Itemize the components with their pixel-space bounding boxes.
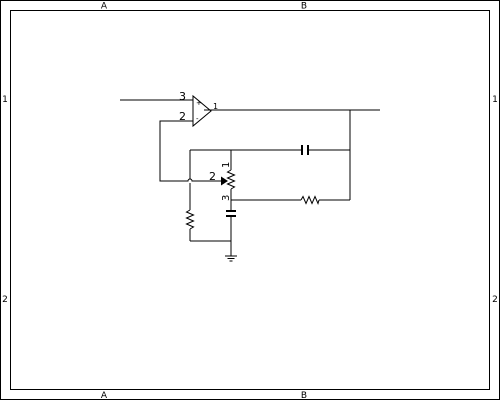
inverting-input-feedback-loop [159, 120, 223, 182]
zone-label-bottom-a: A [101, 391, 108, 400]
wires [120, 99, 380, 256]
zone-label-right-1: 1 [492, 95, 498, 105]
horizontal-resistor [300, 195, 320, 205]
pot-pin-3-label: 3 [221, 195, 232, 201]
pot-pin-2-label: 2 [209, 170, 216, 183]
opamp-minus-sign: - [196, 115, 199, 123]
zone-label-top-b: B [301, 2, 307, 12]
zone-label-top-a: A [101, 2, 108, 12]
opamp-pin-3-label: 3 [179, 90, 186, 103]
opamp-pin-1-label: 1 [213, 102, 218, 111]
pot-pin-1-label: 1 [221, 162, 232, 168]
potentiometer-resistor-body [226, 169, 236, 190]
opamp-plus-sign: + [196, 99, 202, 107]
potentiometer-wiper-arrow [221, 176, 228, 186]
zone-label-bottom-b: B [301, 391, 307, 400]
opamp-symbol: + - 3 2 1 [179, 90, 218, 128]
inner-frame [10, 10, 490, 390]
opamp-pin-2-label: 2 [179, 110, 186, 123]
vertical-resistor [185, 209, 195, 230]
ground-capacitor [226, 210, 236, 217]
potentiometer: 1 2 3 [209, 162, 236, 201]
feedback-capacitor [301, 145, 309, 155]
opamp-triangle [192, 94, 212, 128]
ground-symbol [225, 255, 237, 262]
zone-label-left-2: 2 [2, 295, 8, 305]
zone-label-left-1: 1 [2, 95, 8, 105]
zone-label-right-2: 2 [492, 295, 498, 305]
